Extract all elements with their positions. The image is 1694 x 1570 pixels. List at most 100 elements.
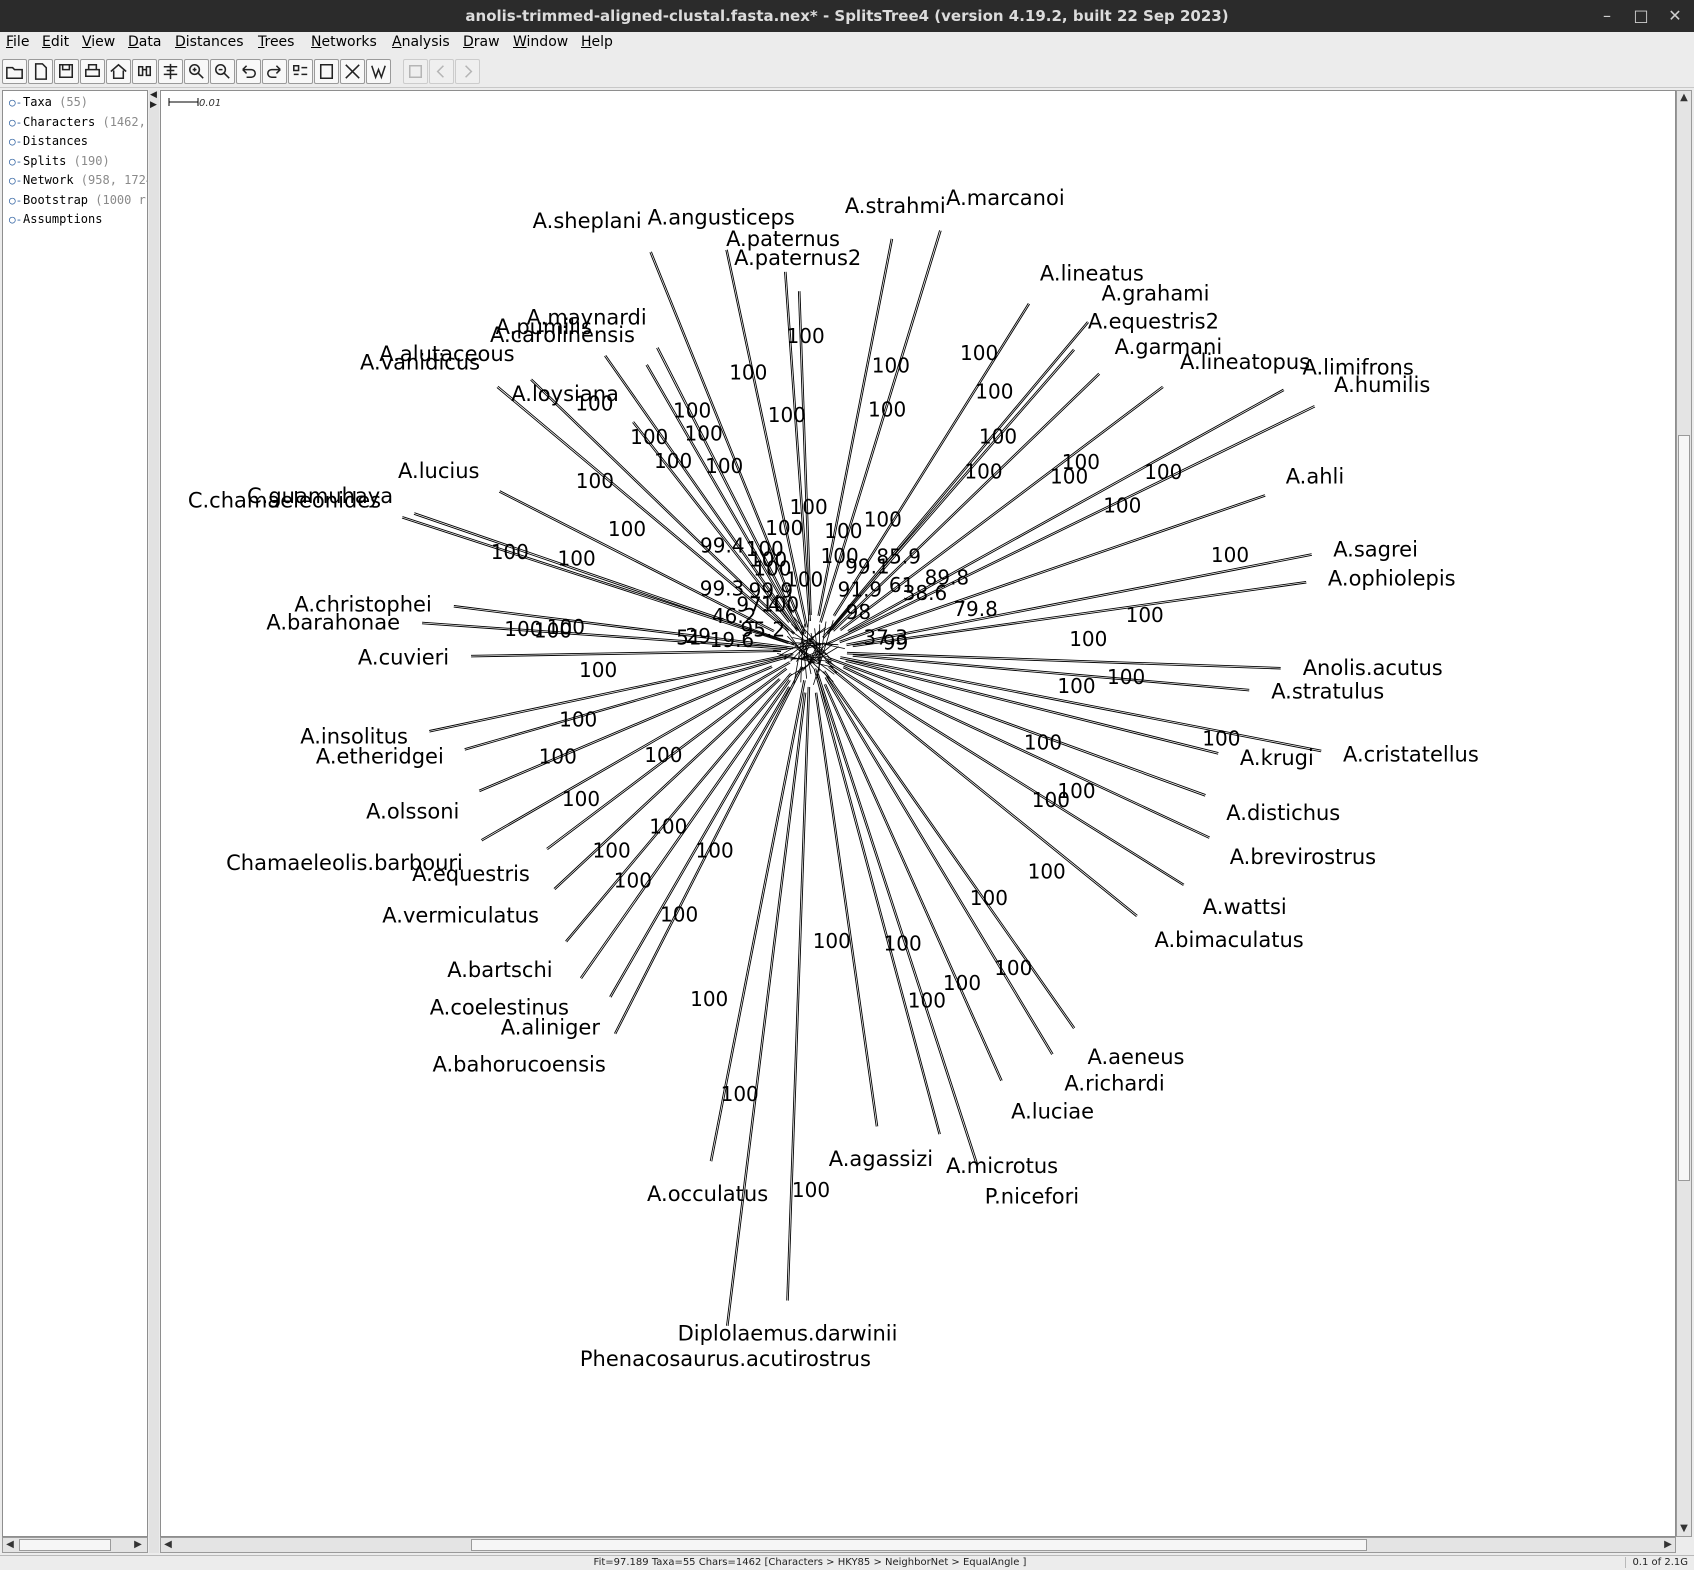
maximize-icon[interactable]: □	[1633, 6, 1649, 25]
forward-button[interactable]	[455, 59, 480, 84]
vertical-scroll-thumb[interactable]	[1678, 435, 1690, 1181]
tree-item-label: Characters	[23, 114, 103, 129]
network-edge	[827, 405, 1315, 644]
menu-distances[interactable]: Distances	[175, 34, 244, 50]
bootstrap-label: 79.8	[953, 597, 998, 621]
sidebar-horizontal-scrollbar[interactable]: ◀ ▶	[2, 1537, 148, 1553]
menu-help[interactable]: Help	[581, 34, 613, 50]
network-edge	[852, 654, 1250, 690]
network-edge	[839, 494, 1265, 642]
tree-item-splits[interactable]: ○-Splits (190)	[9, 154, 110, 172]
taxon-label: P.nicefori	[985, 1185, 1079, 1209]
taxon-label: A.alutaceous	[379, 342, 514, 366]
bootstrap-label: 100	[721, 1082, 759, 1106]
node-button[interactable]	[314, 59, 339, 84]
menu-data[interactable]: Data	[128, 34, 162, 50]
tree-item-taxa[interactable]: ○-Taxa (55)	[9, 95, 88, 113]
network-edge	[840, 657, 1322, 753]
canvas-horizontal-scrollbar[interactable]: ◀ ▶	[160, 1537, 1676, 1553]
network-edge	[813, 668, 940, 1135]
menu-draw[interactable]: Draw	[463, 34, 500, 50]
expand-button[interactable]	[366, 59, 391, 84]
zoom-out-button[interactable]	[210, 59, 235, 84]
menu-analysis[interactable]: Analysis	[392, 34, 450, 50]
tree-expander-icon[interactable]: ○-	[9, 174, 23, 187]
menu-view[interactable]: View	[82, 34, 116, 50]
bootstrap-label: 100	[558, 547, 596, 571]
scroll-right-icon[interactable]: ▶	[1664, 1539, 1672, 1550]
horizontal-scroll-thumb[interactable]	[471, 1539, 1367, 1551]
zoom-in-button[interactable]	[184, 59, 209, 84]
close-icon[interactable]: ✕	[1668, 6, 1682, 25]
config-button[interactable]	[403, 59, 428, 84]
canvas-vertical-scrollbar[interactable]: ▲ ▼	[1676, 90, 1692, 1537]
scroll-left-icon[interactable]: ◀	[164, 1539, 172, 1550]
format-button[interactable]	[288, 59, 313, 84]
data-tree-panel: ○-Taxa (55) ○-Characters (1462, ○-Distanc…	[2, 90, 148, 1537]
scroll-up-icon[interactable]: ▲	[1680, 92, 1688, 103]
redo-button[interactable]	[262, 59, 287, 84]
tree-item-assumptions[interactable]: ○-Assumptions	[9, 212, 102, 230]
split-edge	[777, 653, 834, 668]
bootstrap-label: 98	[846, 600, 871, 624]
new-button[interactable]	[28, 59, 53, 84]
menu-window[interactable]: Window	[513, 34, 569, 50]
print-button[interactable]	[80, 59, 105, 84]
bootstrap-label: 100	[761, 592, 799, 616]
align-button[interactable]	[158, 59, 183, 84]
network-edge	[725, 249, 807, 628]
network-edge	[464, 657, 789, 751]
menu-networks[interactable]: Networks	[311, 34, 377, 50]
network-edge	[402, 516, 789, 643]
tree-expander-icon[interactable]: ○-	[9, 193, 23, 207]
tree-item-bootstrap[interactable]: ○-Bootstrap (1000 ru	[9, 193, 147, 211]
tree-expander-icon[interactable]: ○-	[9, 135, 23, 148]
tree-expander-icon[interactable]: ○-	[9, 96, 23, 109]
taxon-label: A.aliniger	[501, 1016, 601, 1040]
tree-expander-icon[interactable]: ○-	[9, 115, 23, 129]
back-button[interactable]	[429, 59, 454, 84]
collapse-left-icon[interactable]: ◀	[150, 90, 157, 100]
home-button[interactable]	[106, 59, 131, 84]
reset-button[interactable]	[340, 59, 365, 84]
bootstrap-label: 89.8	[925, 566, 970, 590]
network-edge	[852, 580, 1307, 646]
menu-edit[interactable]: Edit	[42, 34, 70, 50]
bootstrap-label: 100	[908, 989, 946, 1013]
node-icon	[319, 64, 334, 79]
taxon-label: A.equestris2	[1088, 310, 1219, 334]
split-edge	[788, 646, 839, 678]
minimize-icon[interactable]: –	[1603, 6, 1611, 25]
bootstrap-label: 100	[746, 537, 784, 561]
bootstrap-label: 100	[491, 540, 529, 564]
network-edge	[816, 674, 977, 1166]
panel-splitter[interactable]: ◀ ▶	[149, 90, 159, 1553]
open-button[interactable]	[2, 59, 27, 84]
tree-item-characters[interactable]: ○-Characters (1462,	[9, 115, 146, 133]
tree-item-distances[interactable]: ○-Distances	[9, 134, 88, 152]
sidebar-scroll-thumb[interactable]	[19, 1539, 111, 1551]
bootstrap-label: 100	[970, 886, 1008, 910]
bootstrap-label: 51	[676, 626, 701, 650]
scroll-down-icon[interactable]: ▼	[1680, 1523, 1688, 1534]
bootstrap-label: 99	[883, 631, 908, 655]
scroll-right-icon[interactable]: ▶	[134, 1539, 142, 1550]
bootstrap-label: 100	[765, 516, 803, 540]
forward-icon	[465, 65, 473, 78]
menu-trees[interactable]: Trees	[258, 34, 295, 50]
tree-expander-icon[interactable]: ○-	[9, 213, 23, 226]
tree-item-network[interactable]: ○-Network (958, 1724	[9, 173, 147, 191]
menu-file[interactable]: File	[6, 34, 30, 50]
bootstrap-label: 46.2	[712, 604, 757, 628]
undo-button[interactable]	[236, 59, 261, 84]
config-icon	[408, 64, 423, 79]
scroll-left-icon[interactable]: ◀	[6, 1539, 14, 1550]
collapse-right-icon[interactable]: ▶	[150, 100, 157, 110]
save-button[interactable]	[54, 59, 79, 84]
find-button[interactable]	[132, 59, 157, 84]
tree-expander-icon[interactable]: ○-	[9, 154, 23, 168]
bootstrap-label: 100	[1126, 603, 1164, 627]
split-edge	[802, 637, 807, 679]
